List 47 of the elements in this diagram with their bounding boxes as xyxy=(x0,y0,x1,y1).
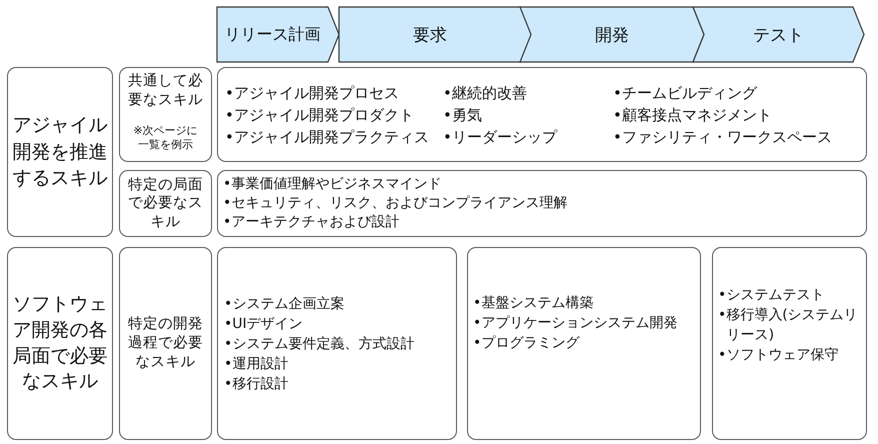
phase-step xyxy=(693,7,864,62)
skill-item: •継続的改善 xyxy=(443,82,527,104)
skill-item: •アジャイル開発プラクティス xyxy=(225,126,429,148)
subcategory-box xyxy=(119,67,212,162)
phase-label: 開発 xyxy=(595,24,629,46)
phase-step xyxy=(217,7,339,62)
skill-item: •勇気 xyxy=(443,104,482,126)
skill-list-box xyxy=(217,247,457,440)
subcategory-label: 特定の開発過程で必要なスキル xyxy=(128,315,204,372)
phase-label: テスト xyxy=(753,24,804,46)
skill-item: •アーキテクチャおよび設計 xyxy=(223,213,400,232)
category-label: アジャイル開発を推進するスキル xyxy=(12,113,108,192)
category-box xyxy=(7,67,113,237)
skill-item: •UIデザイン xyxy=(224,314,304,334)
category-box xyxy=(7,247,113,440)
skill-item: •基盤システム構築 xyxy=(473,294,594,313)
skill-item: •運用設計 xyxy=(224,354,290,374)
skill-item: •システム要件定義、方式設計 xyxy=(224,334,416,354)
skill-list-box xyxy=(217,170,867,237)
skill-item: •アジャイル開発プロセス xyxy=(225,82,399,104)
note-text: ※次ページに一覧を例示 xyxy=(132,124,199,152)
skill-item: •移行設計 xyxy=(224,374,290,394)
skill-item: •リーダーシップ xyxy=(443,126,557,148)
skill-item: •ファシリティ・ワークスペース xyxy=(613,126,832,148)
phase-step xyxy=(339,7,532,62)
subcategory-label: 共通して必要なスキル xyxy=(128,72,204,110)
skill-item: •システムテスト xyxy=(718,286,826,305)
phase-label: リリース計画 xyxy=(224,24,320,45)
phase-step xyxy=(520,7,704,62)
skill-item: •顧客接点マネジメント xyxy=(613,104,772,126)
skill-list-box xyxy=(217,67,867,162)
skill-item: •アプリケーションシステム開発 xyxy=(473,314,678,333)
skill-item: •チームビルディング xyxy=(613,82,757,104)
skill-item: •アジャイル開発プロダクト xyxy=(225,104,414,126)
skill-item: •事業価値理解やビジネスマインド xyxy=(223,175,442,194)
subcategory-label: 特定の局面で必要なスキル xyxy=(128,176,204,231)
phase-label: 要求 xyxy=(413,24,447,46)
skill-item: •セキュリティ、リスク、およびコンプライアンス理解 xyxy=(223,194,568,213)
subcategory-box xyxy=(119,170,212,237)
skill-item: •プログラミング xyxy=(473,334,581,353)
skill-list-box xyxy=(712,247,867,440)
skill-item: •システム企画立案 xyxy=(224,294,346,314)
skill-list-box xyxy=(467,247,701,440)
skill-item: •ソフトウェア保守 xyxy=(718,346,840,365)
category-label: ソフトウェア開発の各局面で必要なスキル xyxy=(12,292,108,394)
skill-item: •移行導入(システムリリース) xyxy=(718,306,859,345)
subcategory-box xyxy=(119,247,212,440)
